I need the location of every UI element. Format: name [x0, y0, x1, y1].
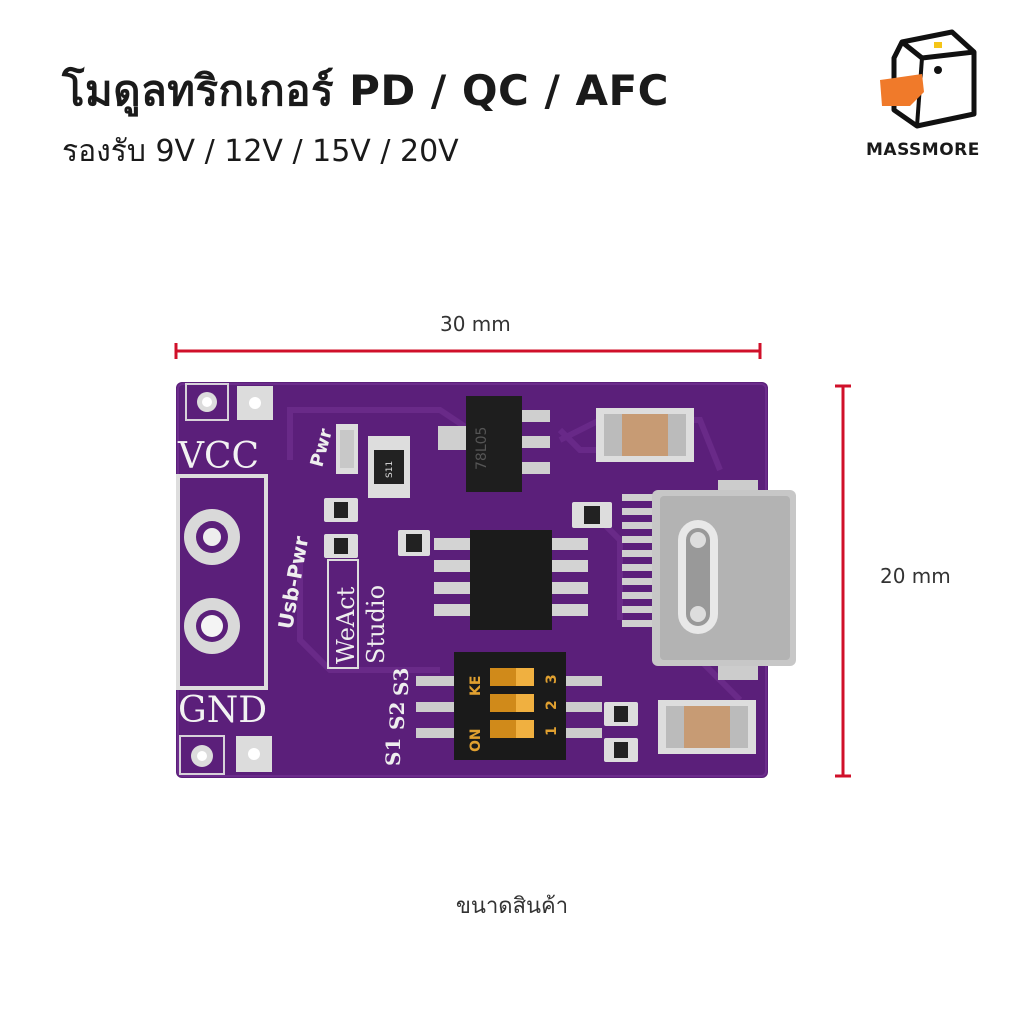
silk-studio-label: Studio: [362, 585, 390, 664]
pin-header-top: [185, 383, 273, 421]
page-title: โมดูลทริกเกอร์ PD / QC / AFC: [62, 66, 669, 115]
brand-name: MASSMORE: [866, 140, 980, 160]
silk-diode-label: S11: [385, 461, 395, 478]
pin-header-bottom: [179, 735, 272, 775]
capacitor-top: [596, 408, 694, 462]
product-size-caption: ขนาดสินค้า: [455, 894, 569, 919]
height-dimension-label: 20 mm: [880, 564, 951, 588]
silk-gnd-label: GND: [178, 690, 267, 731]
dip-switch: ON KE 3 2 1: [416, 652, 602, 760]
silk-s1-label: S1: [381, 738, 405, 766]
dip-1-label: 1: [544, 726, 560, 736]
silk-vcc-label: VCC: [177, 436, 259, 477]
dip-on-label: ON: [468, 728, 484, 752]
usb-c-connector: [622, 480, 796, 680]
capacitor-bottom: [658, 700, 756, 754]
regulator-78l05: 78L05: [438, 396, 550, 492]
regulator-label: 78L05: [474, 427, 490, 470]
dip-3-label: 3: [544, 674, 560, 684]
pcb-board: VCC GND Pwr Usb-Pwr WeAct Studio S3 S2 S…: [176, 382, 796, 778]
page-subtitle: รองรับ 9V / 12V / 15V / 20V: [62, 134, 459, 169]
dip-2-label: 2: [544, 700, 560, 710]
silk-weact-label: WeAct: [332, 586, 360, 664]
width-dimension-line: [174, 343, 762, 359]
pwr-led: [336, 424, 358, 474]
diode-s11: S11: [368, 436, 410, 498]
terminal-hole-gnd: [184, 598, 240, 654]
silk-s2-label: S2: [385, 702, 409, 730]
massmore-logo-icon: [880, 29, 977, 129]
height-dimension-line: [835, 384, 851, 778]
silk-s3-label: S3: [389, 668, 413, 696]
dip-ke-label: KE: [468, 676, 484, 696]
controller-ic: [434, 530, 588, 630]
width-dimension-label: 30 mm: [440, 312, 511, 336]
terminal-hole-vcc: [184, 509, 240, 565]
